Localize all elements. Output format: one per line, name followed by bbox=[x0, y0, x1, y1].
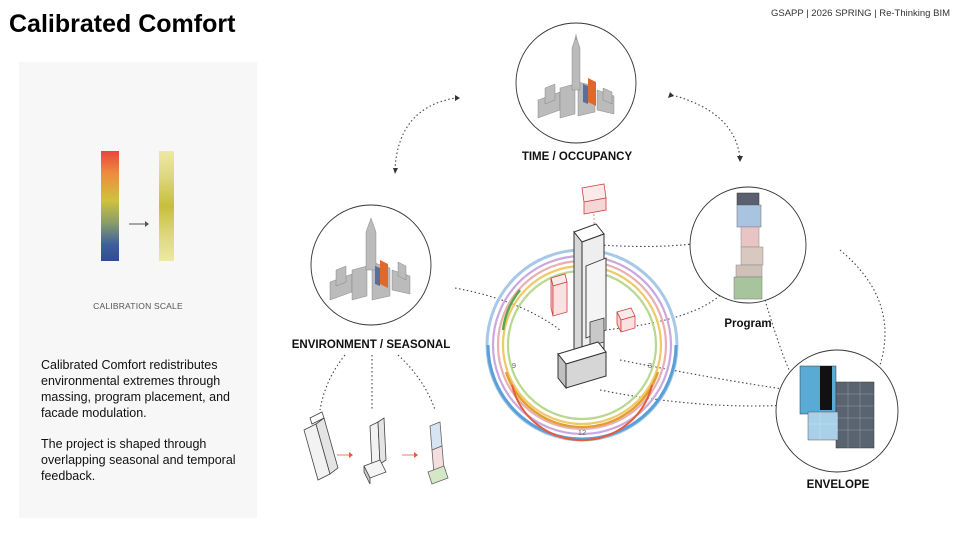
connector-env-time bbox=[394, 97, 456, 171]
label-envelope: ENVELOPE bbox=[806, 479, 870, 491]
calibration-arrow-icon bbox=[129, 221, 149, 227]
description-paragraph-1: Calibrated Comfort redistributes environ… bbox=[41, 358, 230, 420]
calibration-label: CALIBRATION SCALE bbox=[93, 301, 183, 311]
program-node bbox=[689, 186, 807, 304]
description-paragraph-2: The project is shaped through overlappin… bbox=[41, 437, 236, 483]
envelope-node bbox=[775, 349, 899, 473]
connector-time-program bbox=[671, 94, 741, 159]
dial-tick-12: 12 bbox=[578, 428, 586, 437]
calibration-target-bar bbox=[159, 151, 174, 261]
dial-tick-9: 9 bbox=[512, 361, 516, 370]
label-time-occupancy: TIME / OCCUPANCY bbox=[521, 151, 633, 163]
page-title: Calibrated Comfort bbox=[9, 10, 236, 38]
course-label: GSAPP | 2026 SPRING | Re-Thinking BIM bbox=[771, 8, 950, 19]
environment-seasonal-node bbox=[310, 204, 432, 326]
time-occupancy-node bbox=[515, 22, 637, 144]
connector-arrowheads bbox=[393, 92, 743, 174]
dial-tick-3: 3 bbox=[648, 361, 652, 370]
info-panel bbox=[19, 62, 257, 518]
label-program: Program bbox=[724, 318, 772, 330]
label-environment-seasonal: ENVIRONMENT / SEASONAL bbox=[291, 339, 451, 351]
central-tower bbox=[550, 183, 636, 390]
seasonal-massing-sequence bbox=[303, 411, 449, 485]
calibration-source-bar bbox=[101, 151, 119, 261]
